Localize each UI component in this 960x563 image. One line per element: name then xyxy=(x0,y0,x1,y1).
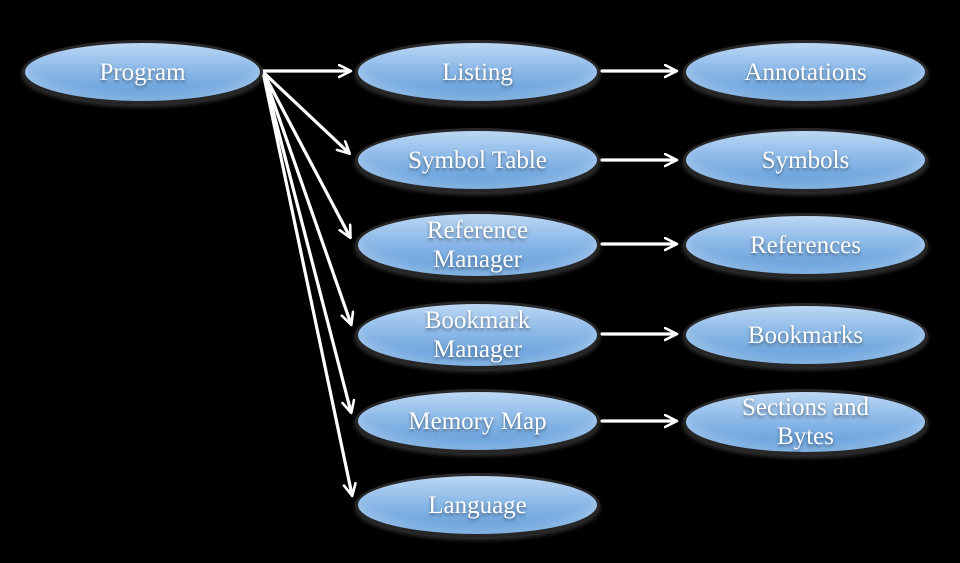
node-label-bookmarks: Bookmarks xyxy=(747,321,864,349)
diagram-node-listing: Listing xyxy=(355,40,600,104)
node-label-sections-and-bytes: Sections and Bytes xyxy=(741,394,870,450)
node-label-reference-manager: Reference Manager xyxy=(426,217,529,273)
diagram-node-bookmark-manager: Bookmark Manager xyxy=(355,301,600,369)
node-label-symbols: Symbols xyxy=(761,146,850,174)
diagram-node-sections-and-bytes: Sections and Bytes xyxy=(683,389,928,455)
edge-program-language xyxy=(261,70,352,495)
diagram-node-reference-manager: Reference Manager xyxy=(355,211,600,279)
edge-program-symbol-table xyxy=(261,70,349,153)
node-label-language: Language xyxy=(428,491,527,519)
node-label-symbol-table: Symbol Table xyxy=(408,146,547,174)
diagram-node-annotations: Annotations xyxy=(683,40,928,104)
edge-program-reference-manager xyxy=(261,70,350,237)
diagram-node-memory-map: Memory Map xyxy=(355,389,600,453)
diagram-node-symbols: Symbols xyxy=(683,128,928,192)
edge-program-memory-map xyxy=(261,70,351,412)
node-label-memory-map: Memory Map xyxy=(408,407,547,435)
node-label-listing: Listing xyxy=(442,58,513,86)
diagram-node-language: Language xyxy=(355,473,600,537)
edge-program-bookmark-manager xyxy=(261,70,351,324)
diagram-node-symbol-table: Symbol Table xyxy=(355,128,600,192)
node-label-annotations: Annotations xyxy=(744,58,867,86)
diagram-node-bookmarks: Bookmarks xyxy=(683,303,928,367)
diagram-node-references: References xyxy=(683,213,928,277)
node-label-program: Program xyxy=(99,58,186,86)
node-label-references: References xyxy=(749,231,862,259)
diagram-node-program: Program xyxy=(22,40,263,104)
node-label-bookmark-manager: Bookmark Manager xyxy=(424,307,531,363)
